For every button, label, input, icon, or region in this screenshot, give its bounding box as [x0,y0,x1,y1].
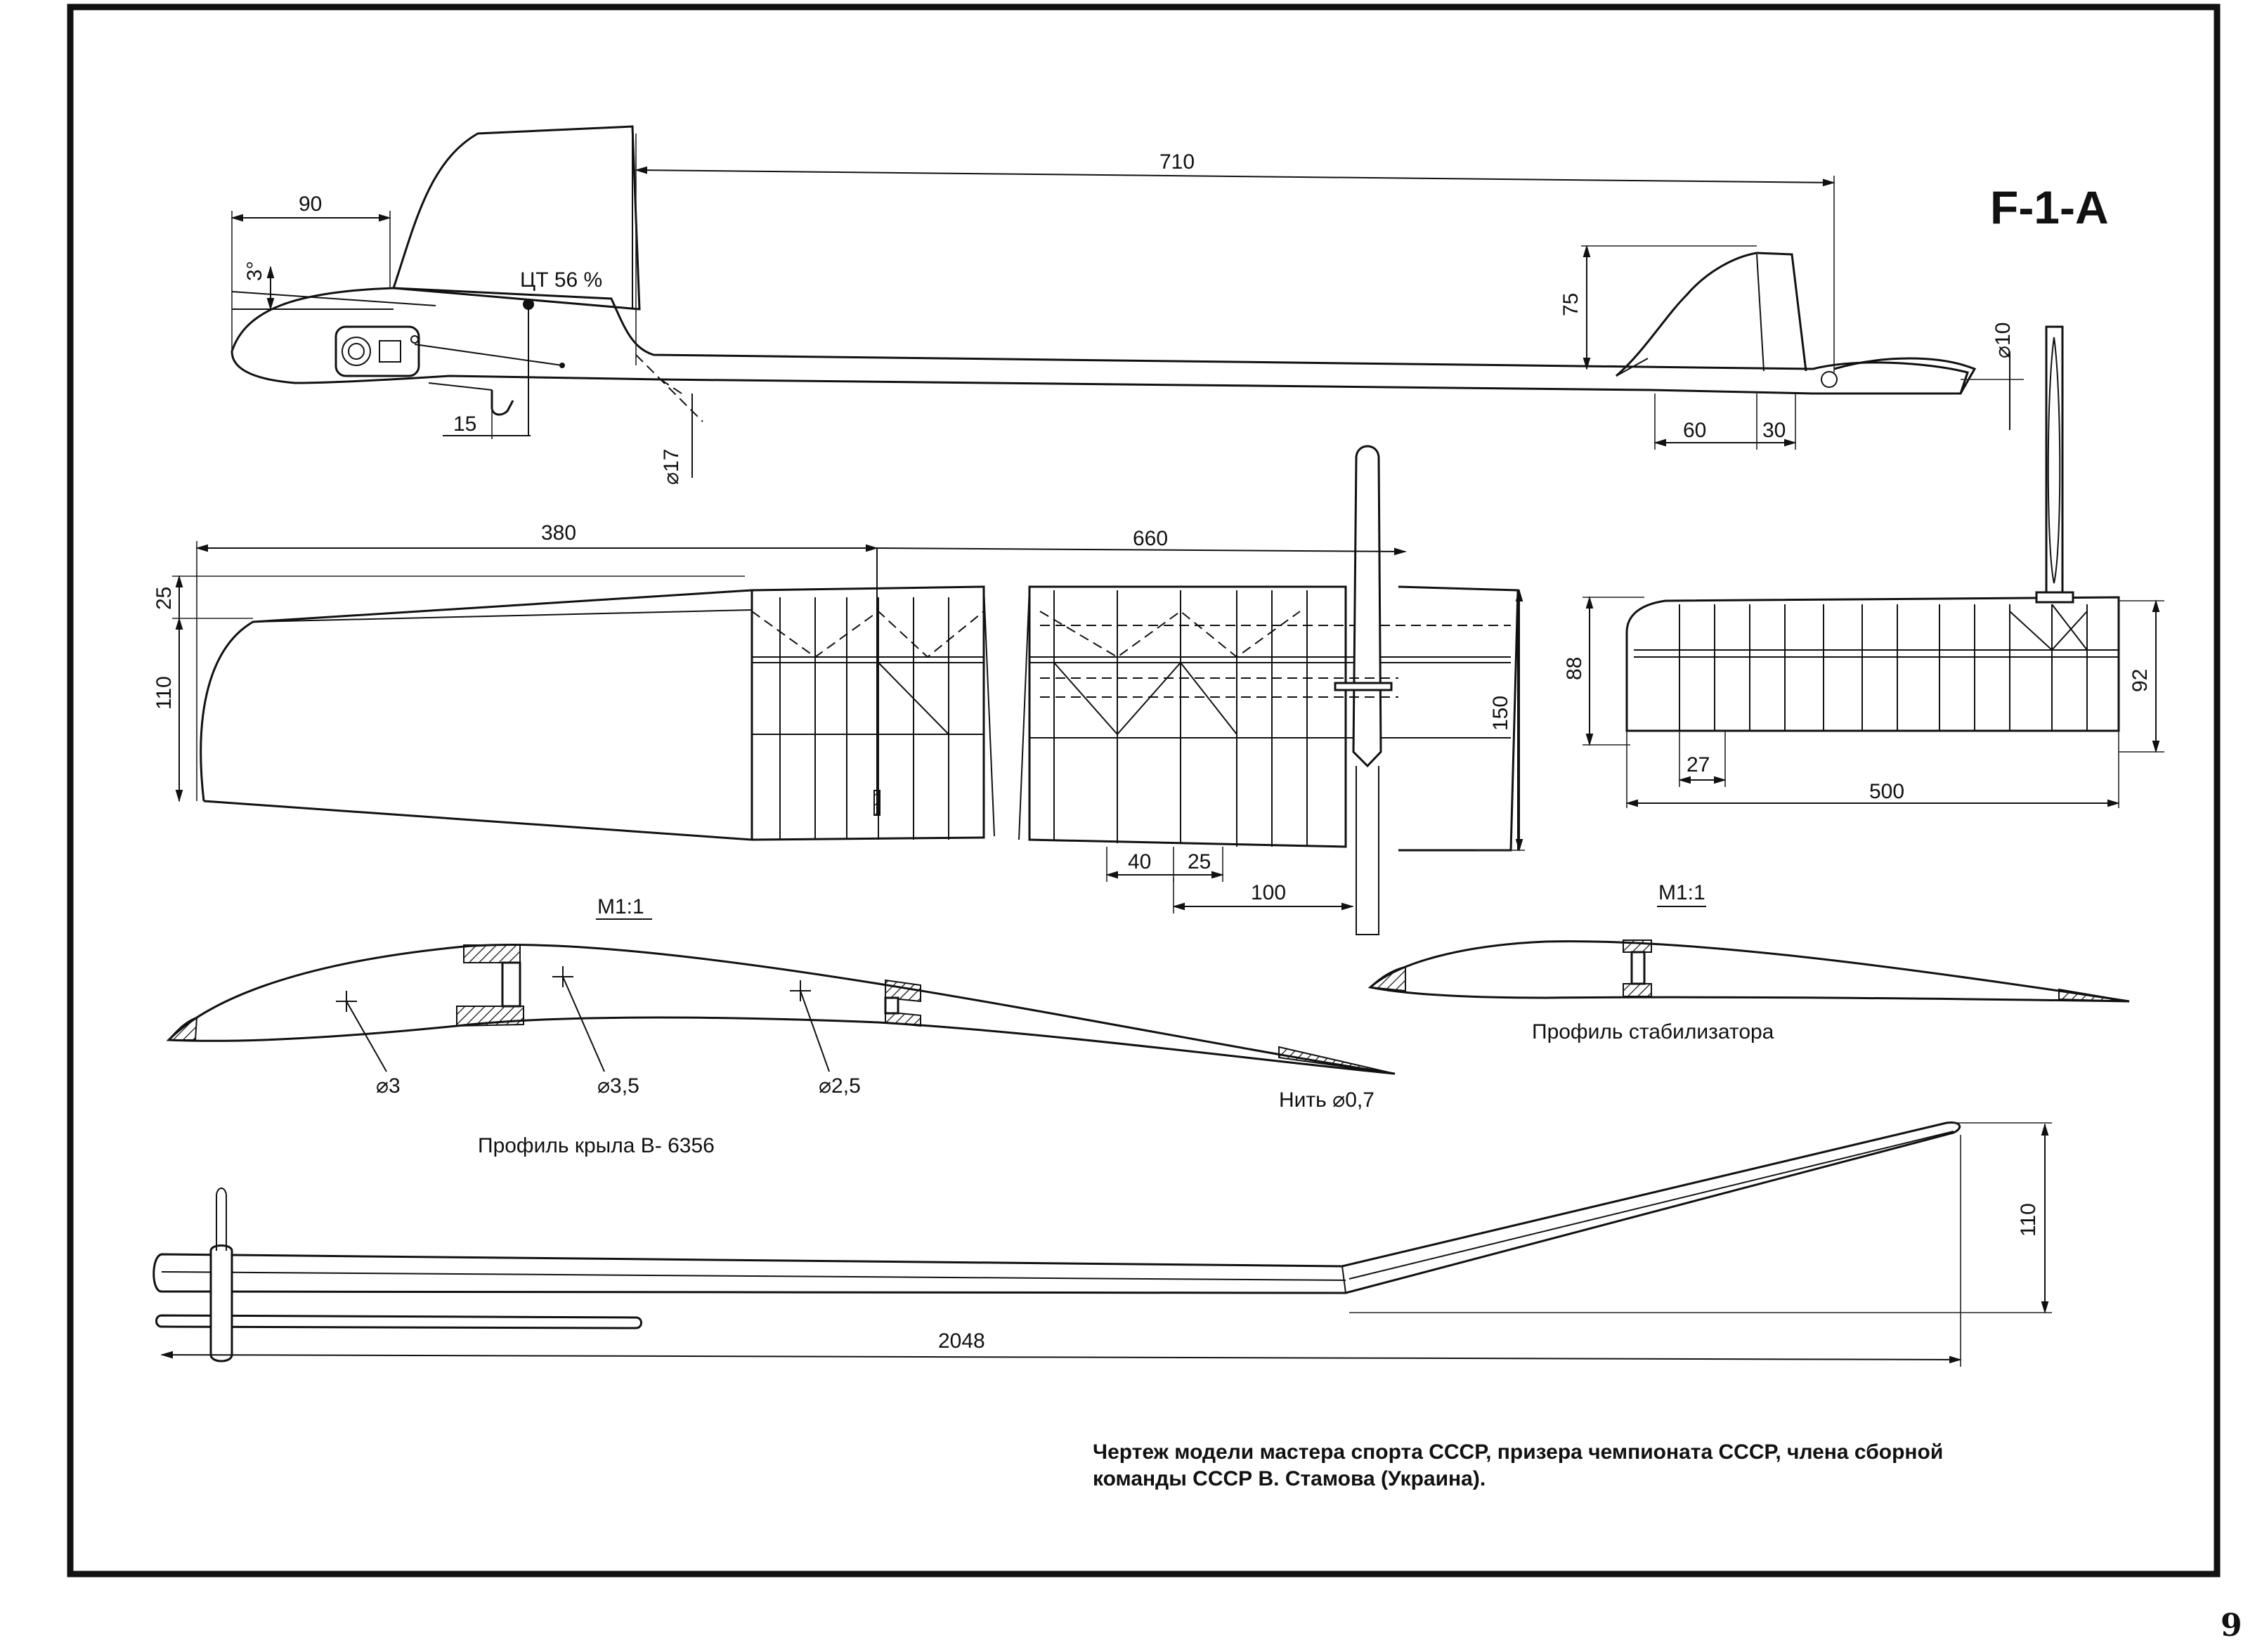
wing-joiner [1352,445,1382,768]
tail-fin [1616,252,1807,377]
dim-fin-height: 75 [1559,293,1583,316]
page-number: 9 [2221,1608,2242,1644]
wing-plan: 380 660 25 110 150 40 25 100 [152,445,1525,935]
dim-nose: 90 [299,193,322,216]
dim-angle: 3° [243,261,266,281]
dim-fin-root: 60 [1683,419,1706,442]
dim-fin-tail: 30 [1762,419,1786,442]
dim-tip-chord: 110 [152,676,176,710]
hole-label-3: ⌀2,5 [819,1074,861,1098]
dim-stab-rib: 27 [1687,753,1710,776]
stab-profile: М1:1 Профиль стабилизатора [1367,881,2130,1043]
dim-length: 710 [1159,150,1195,174]
wing-outline [200,589,753,841]
front-view: 110 2048 [152,1121,2052,1367]
dim-joiner: 100 [1251,881,1286,904]
dim-diam-tail: ⌀10 [1991,323,2015,358]
stab-airfoil [1367,940,2130,1003]
wing-airfoil [166,944,1396,1075]
wing-profile-name: Профиль крыла В- 6356 [478,1134,715,1157]
hole-label-2: ⌀3,5 [597,1074,639,1098]
front-fuselage [209,1244,233,1362]
fuselage-outline [230,287,1969,395]
dim-rib-spacing: 40 [1128,850,1151,873]
wing-profile-scale: М1:1 [597,895,644,918]
dim-span: 2048 [938,1329,985,1353]
caption-line-1: Чертеж модели мастера спорта СССР, призе… [1093,1440,1944,1464]
wing-profile: М1:1 ⌀3 ⌀3,5 ⌀2,5 Нить ⌀0,7 Профиль крыл… [166,895,1396,1157]
dim-diam-rear: ⌀17 [660,449,683,485]
dim-stab-span: 500 [1869,780,1904,803]
drawing-caption: Чертеж модели мастера спорта СССР, призе… [1093,1439,2161,1492]
tow-hook [490,390,514,416]
side-view: ЦТ 56 % 710 90 3° 15 ⌀17 75 [230,125,2024,485]
front-wing-outline [152,1121,1961,1294]
dim-root-chord: 150 [1489,696,1512,731]
model-title: F-1-A [1990,181,2109,233]
dim-outer-span: 660 [1133,527,1168,550]
hole-label-1: ⌀3 [376,1074,401,1098]
dim-tip-offset: 25 [152,587,176,610]
dim-inner-span: 380 [541,521,576,545]
dim-rib-gap: 25 [1188,850,1211,873]
stab-profile-name: Профиль стабилизатора [1532,1020,1774,1043]
dim-stab-chord-right: 92 [2129,669,2152,692]
timer-box [334,325,420,377]
cg-label: ЦТ 56 % [520,268,602,292]
dim-stab-chord-left: 88 [1563,657,1586,680]
caption-line-2: команды СССР В. Стамова (Украина). [1093,1467,1486,1490]
stabilizer-side [1833,357,1977,394]
stab-outline [1625,596,2120,732]
dim-dihedral: 110 [2017,1203,2040,1237]
stab-plan: 88 92 27 500 [1563,591,2164,808]
dim-hook: 15 [453,412,476,436]
stab-profile-scale: М1:1 [1658,881,1705,904]
sheet-frame [67,4,2221,1578]
thread-label: Нить ⌀0,7 [1279,1088,1375,1112]
wing-pylon [392,125,641,311]
